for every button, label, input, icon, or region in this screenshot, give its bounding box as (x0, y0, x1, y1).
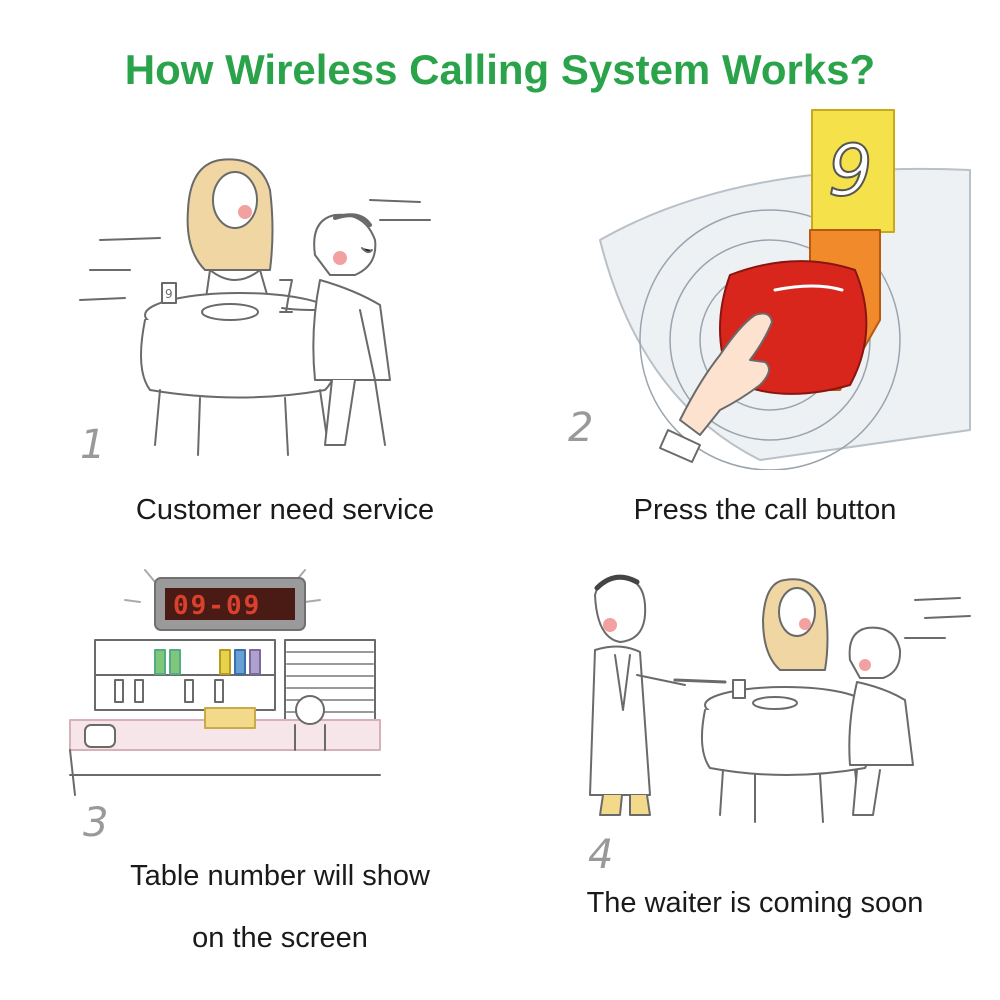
step-4-illustration (575, 560, 975, 830)
step-1-caption: Customer need service (135, 494, 435, 526)
step-1-illustration: 9 (70, 140, 450, 480)
step-1-number: 1 (80, 422, 106, 468)
step-2-number: 2 (568, 405, 594, 451)
step-2-caption: Press the call button (633, 494, 897, 526)
step-3-caption-line-2: on the screen (192, 922, 368, 954)
diner-couple-icon: 9 (79, 158, 431, 456)
counter-display-icon: 09-09 (69, 569, 381, 796)
page-title: How Wireless Calling System Works? (124, 46, 876, 93)
svg-text:9: 9 (165, 287, 173, 301)
waiter-serving-icon (589, 574, 971, 823)
step-3-number: 3 (83, 800, 109, 846)
step-2-illustration: 9 (580, 100, 980, 470)
step-4-number: 4 (588, 832, 614, 878)
step-3-caption-line-1: Table number will show (130, 860, 430, 892)
display-readout: 09-09 (173, 591, 261, 621)
step-4-caption: The waiter is coming soon (586, 887, 924, 919)
step-3-illustration: 09-09 (65, 560, 385, 800)
call-button-press-icon: 9 (599, 109, 971, 470)
table-number-card: 9 (828, 130, 873, 212)
